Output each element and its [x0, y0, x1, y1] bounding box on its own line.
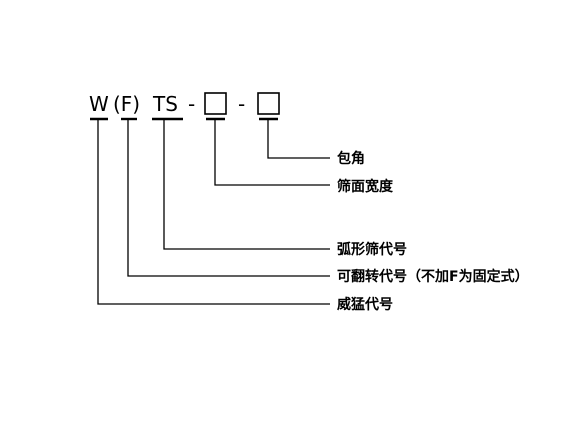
slot-corner-box — [257, 92, 280, 115]
code-f: (F) — [113, 92, 140, 116]
label-weimeng: 威猛代号 — [337, 296, 393, 313]
leader-flip — [127, 119, 330, 277]
label-width: 筛面宽度 — [337, 178, 394, 195]
label-arc: 弧形筛代号 — [337, 241, 407, 258]
label-flip: 可翻转代号（不加F为固定式） — [337, 268, 529, 285]
leader-width — [214, 119, 330, 186]
label-corner: 包角 — [337, 150, 365, 167]
code-dash-2: - — [238, 92, 245, 116]
leader-corner — [267, 119, 330, 159]
leader-arc — [163, 119, 330, 250]
code-ts: TS — [152, 92, 178, 116]
code-w: W — [89, 92, 109, 116]
code-dash-1: - — [188, 92, 195, 116]
slot-width-box — [204, 92, 227, 115]
leader-weimeng — [97, 119, 330, 305]
